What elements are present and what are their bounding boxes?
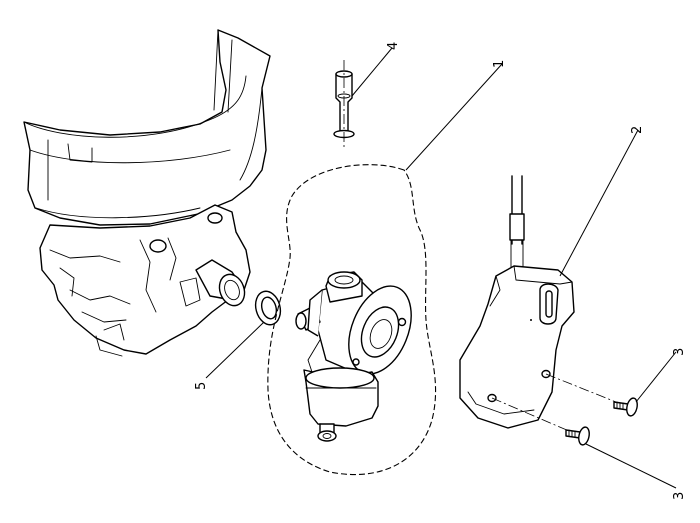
screw-part-3-upper (613, 397, 638, 417)
callout-1: 1 (492, 60, 507, 68)
leader-4 (351, 47, 393, 97)
pin-part-4 (333, 60, 355, 150)
callout-3-upper: 3 (672, 348, 687, 356)
screw-part-3-lower (565, 426, 590, 446)
assembly-boundary (267, 164, 437, 476)
callout-5: 5 (194, 382, 209, 390)
leader-5 (205, 321, 265, 379)
leader-3-lower (585, 443, 677, 489)
leader-1 (405, 63, 503, 171)
gasket-part-5 (254, 290, 282, 326)
carburetor-part-1 (267, 164, 437, 476)
callout-2: 2 (630, 126, 645, 134)
cover-plate-part-2 (459, 175, 617, 435)
callout-4: 4 (386, 42, 401, 50)
leader-3-upper (635, 351, 677, 403)
leader-2 (559, 129, 639, 277)
engine-block (23, 29, 271, 357)
callout-3-lower: 3 (672, 492, 687, 500)
